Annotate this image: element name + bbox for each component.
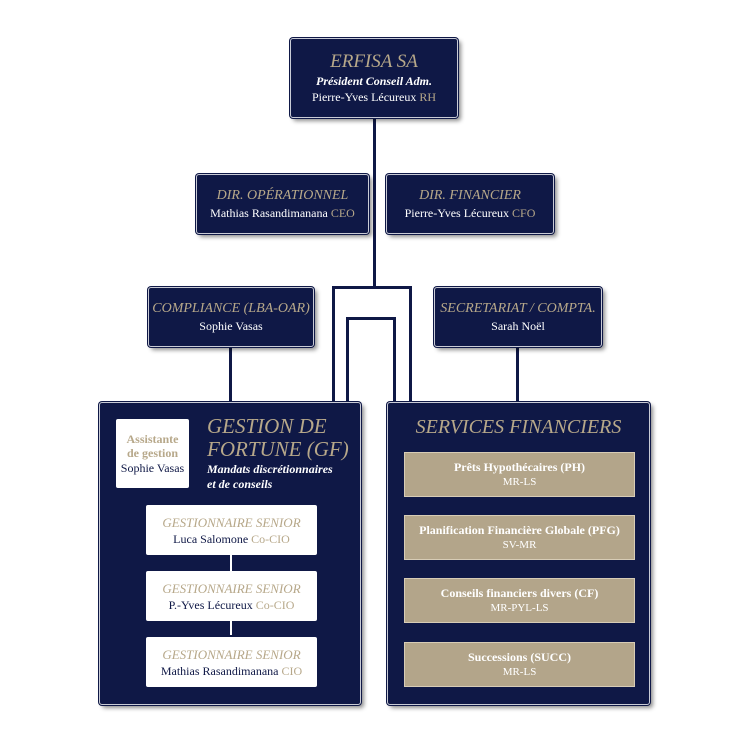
- service-code: MR-LS: [502, 476, 537, 488]
- box-gestion-fortune: Assistante de gestion Sophie Vasas GESTI…: [99, 402, 361, 705]
- manager-person-line: Luca Salomone Co-CIO: [173, 531, 290, 547]
- erfisa-role: RH: [419, 90, 437, 104]
- connector-inner-h: [346, 317, 396, 320]
- connector-secretariat: [516, 346, 519, 403]
- gf-title-1: GESTION DE: [207, 414, 327, 438]
- dir-op-person: Mathias Rasandimanana: [210, 206, 328, 220]
- connector-sf-outer-right: [409, 286, 412, 403]
- manager-person: P.-Yves Lécureux: [168, 597, 253, 612]
- erfisa-person: Pierre-Yves Lécureux: [311, 90, 417, 104]
- service-code: SV-MR: [502, 539, 537, 551]
- manager-person-line: P.-Yves Lécureux Co-CIO: [169, 597, 295, 613]
- compliance-person: Sophie Vasas: [199, 319, 263, 333]
- erfisa-subtitle: Président Conseil Adm.: [316, 74, 432, 88]
- gf-title-2: FORTUNE (GF): [207, 437, 349, 461]
- manager-person: Luca Salomone: [173, 531, 249, 546]
- manager-title: GESTIONNAIRE SENIOR: [162, 646, 301, 662]
- manager-box: GESTIONNAIRE SENIOR P.-Yves Lécureux Co-…: [146, 571, 317, 621]
- manager-person-line: Mathias Rasandimanana CIO: [161, 663, 302, 679]
- dir-op-title: DIR. OPÉRATIONNEL: [216, 188, 349, 203]
- manager-title: GESTIONNAIRE SENIOR: [162, 580, 301, 596]
- connector-inner-right: [393, 317, 396, 403]
- box-erfisa: ERFISA SA Président Conseil Adm. Pierre-…: [290, 38, 458, 118]
- box-dir-financier: DIR. FINANCIER Pierre-Yves Lécureux CFO: [386, 174, 554, 234]
- manager-role: Co-CIO: [255, 597, 295, 612]
- assistant-box: Assistante de gestion Sophie Vasas: [116, 419, 189, 488]
- secretariat-person: Sarah Noël: [491, 319, 545, 333]
- assistant-label-2: de gestion: [127, 445, 178, 460]
- service-box: Successions (SUCC) MR-LS: [404, 642, 635, 687]
- box-services-financiers: SERVICES FINANCIERS Prêts Hypothécaires …: [387, 402, 650, 705]
- manager-role: CIO: [281, 663, 303, 678]
- connector-gf-outer-left: [332, 286, 335, 403]
- dir-op-person-line: Mathias Rasandimanana CEO: [210, 205, 355, 221]
- sf-title: SERVICES FINANCIERS: [415, 416, 622, 438]
- service-box: Conseils financiers divers (CF) MR-PYL-L…: [404, 578, 635, 623]
- gf-subtitle-2: et de conseils: [207, 477, 273, 491]
- assistant-label-1: Assistante: [126, 431, 179, 446]
- service-code: MR-LS: [502, 666, 537, 678]
- manager-box: GESTIONNAIRE SENIOR Mathias Rasandimanan…: [146, 637, 317, 687]
- erfisa-title: ERFISA SA: [330, 51, 418, 72]
- box-secretariat: SECRETARIAT / COMPTA. Sarah Noël: [434, 287, 602, 347]
- manager-title: GESTIONNAIRE SENIOR: [162, 514, 301, 530]
- service-box: Prêts Hypothécaires (PH) MR-LS: [404, 452, 635, 497]
- dir-fin-title: DIR. FINANCIER: [419, 188, 521, 203]
- secretariat-title: SECRETARIAT / COMPTA.: [440, 301, 596, 316]
- dir-op-role: CEO: [330, 206, 355, 220]
- service-name: Planification Financière Globale (PFG): [419, 523, 620, 537]
- erfisa-person-line: Pierre-Yves Lécureux RH: [312, 89, 436, 105]
- dir-fin-person-line: Pierre-Yves Lécureux CFO: [405, 205, 536, 221]
- connector-top-vertical: [373, 116, 376, 288]
- connector-inner-left: [346, 317, 349, 403]
- service-box: Planification Financière Globale (PFG) S…: [404, 515, 635, 560]
- gf-subtitle-1: Mandats discrétionnaires: [207, 462, 333, 476]
- connector-gf-outer: [332, 286, 412, 289]
- service-name: Conseils financiers divers (CF): [440, 586, 599, 600]
- service-name: Successions (SUCC): [467, 650, 571, 664]
- connector-compliance: [229, 346, 232, 403]
- assistant-person: Sophie Vasas: [120, 460, 185, 475]
- compliance-title: COMPLIANCE (LBA-OAR): [152, 301, 310, 316]
- box-dir-operationnel: DIR. OPÉRATIONNEL Mathias Rasandimanana …: [196, 174, 369, 234]
- dir-fin-role: CFO: [512, 206, 536, 220]
- manager-box: GESTIONNAIRE SENIOR Luca Salomone Co-CIO: [146, 505, 317, 555]
- manager-role: Co-CIO: [251, 531, 290, 546]
- manager-person: Mathias Rasandimanana: [160, 663, 279, 678]
- service-code: MR-PYL-LS: [490, 602, 549, 614]
- service-name: Prêts Hypothécaires (PH): [453, 460, 586, 474]
- dir-fin-person: Pierre-Yves Lécureux: [404, 206, 510, 220]
- box-compliance: COMPLIANCE (LBA-OAR) Sophie Vasas: [148, 287, 314, 347]
